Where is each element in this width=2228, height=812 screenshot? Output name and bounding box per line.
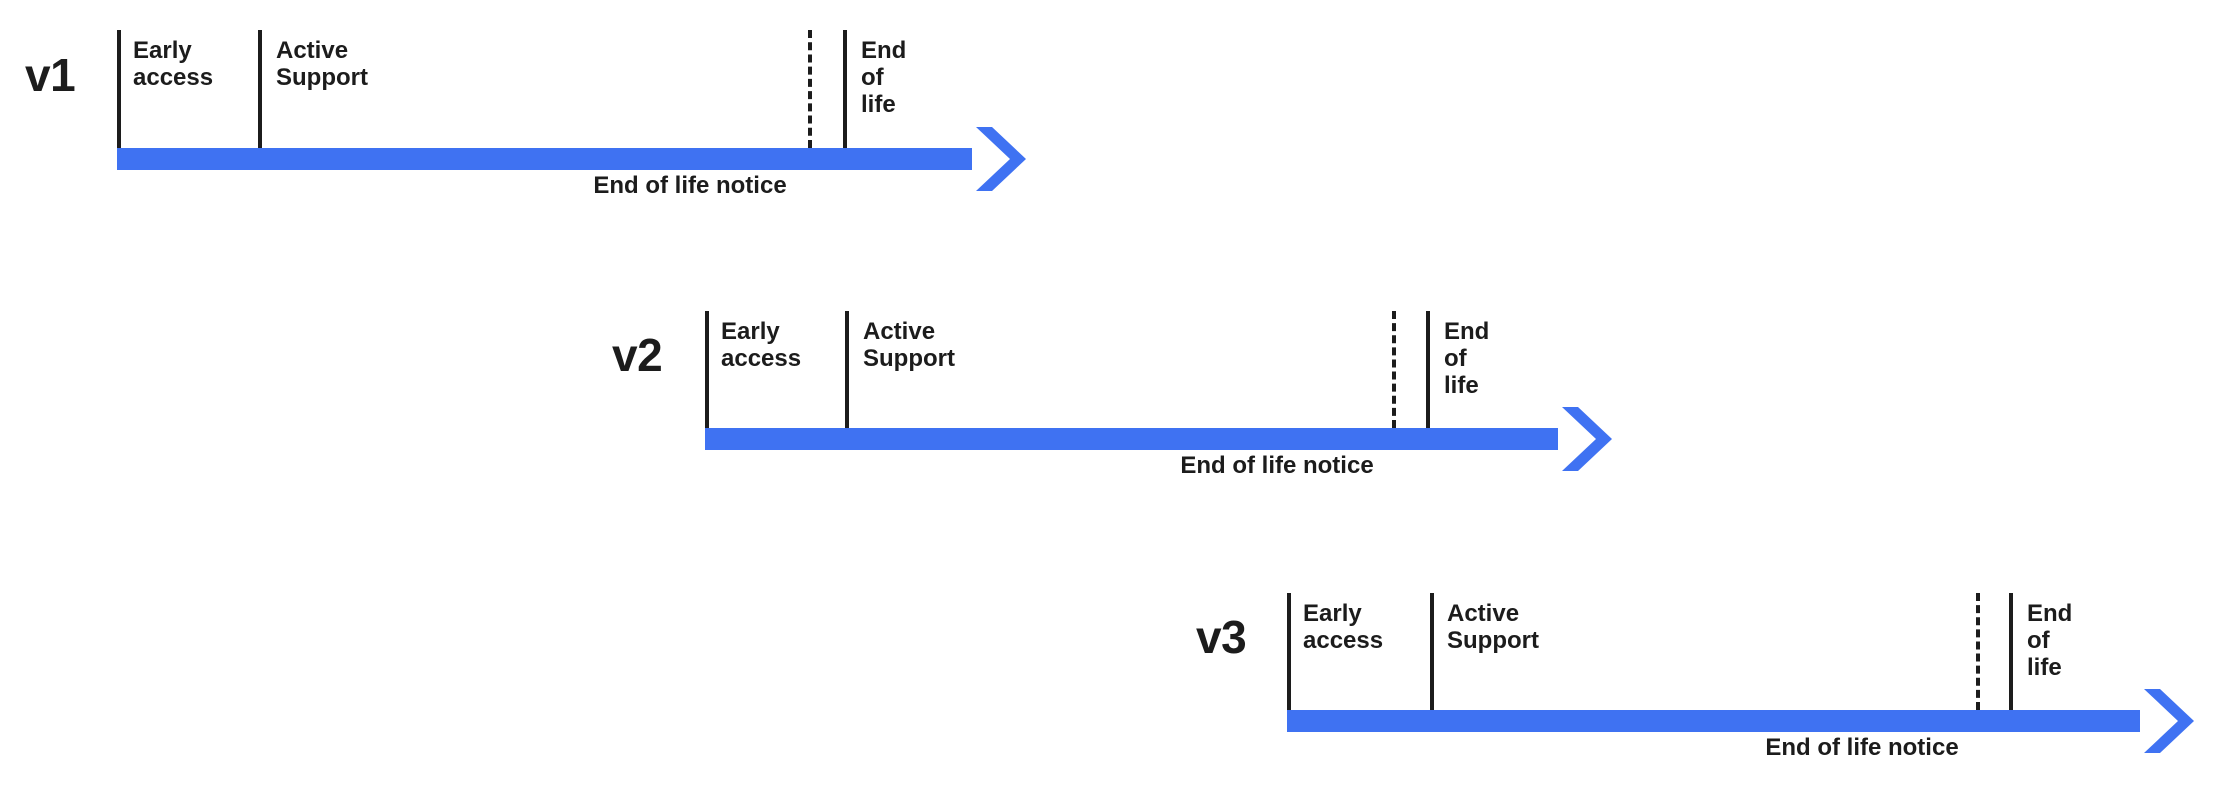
phase-label-2: End of life <box>1444 318 1490 399</box>
phase-label-0: Early access <box>721 318 802 372</box>
boundary-tick-1 <box>258 30 262 148</box>
boundary-tick-3 <box>2009 593 2013 710</box>
dashed-boundary-tick-2 <box>1392 311 1396 428</box>
phase-label-0: Early access <box>1303 600 1384 654</box>
boundary-tick-3 <box>1426 311 1430 428</box>
version-label-v2: v2 <box>612 329 663 381</box>
boundary-tick-3 <box>843 30 847 148</box>
version-label-v3: v3 <box>1196 611 1247 663</box>
timeline-arrow-bar <box>705 428 1558 450</box>
boundary-tick-0 <box>1287 593 1291 710</box>
phase-label-1: Active Support <box>863 318 955 372</box>
timeline-arrow-bar <box>117 148 972 170</box>
phase-label-2: End of life <box>861 37 907 118</box>
dashed-boundary-tick-2 <box>808 30 812 148</box>
timeline-arrow-bar <box>1287 710 2140 732</box>
end-of-life-notice-label: End of life notice <box>1765 734 1959 761</box>
version-label-v1: v1 <box>25 49 76 101</box>
boundary-tick-0 <box>117 30 121 148</box>
boundary-tick-0 <box>705 311 709 428</box>
phase-label-1: Active Support <box>276 37 368 91</box>
end-of-life-notice-label: End of life notice <box>1180 452 1374 479</box>
phase-label-1: Active Support <box>1447 600 1539 654</box>
end-of-life-notice-label: End of life notice <box>593 172 787 199</box>
boundary-tick-1 <box>845 311 849 428</box>
boundary-tick-1 <box>1430 593 1434 710</box>
phase-label-0: Early access <box>133 37 214 91</box>
phase-label-2: End of life <box>2027 600 2073 681</box>
dashed-boundary-tick-2 <box>1976 593 1980 710</box>
